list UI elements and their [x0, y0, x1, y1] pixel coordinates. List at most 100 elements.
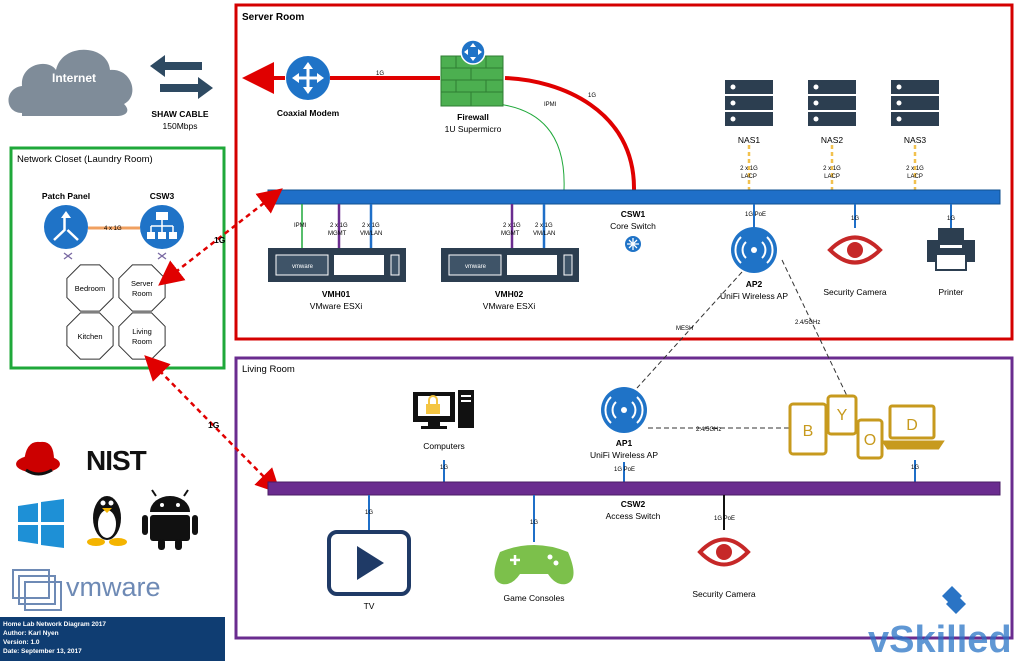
- printer-icon: [927, 228, 975, 271]
- link-label-modem-firewall: 1G: [376, 71, 384, 77]
- vmh01-vmlan-label: VM/LAN: [360, 231, 382, 237]
- living-camera-name: Security Camera: [692, 589, 756, 599]
- computer-lock-icon: [413, 390, 474, 429]
- server-room-border: [234, 3, 1014, 341]
- ap1-link-label: 1G PoE: [614, 467, 635, 473]
- link-ap1-byod-label: 2.4/5GHz: [696, 427, 721, 433]
- closet-room-octagon: [66, 264, 114, 312]
- link-mesh-label: MESH: [676, 326, 693, 332]
- vmh02-name: VMH02: [495, 289, 524, 299]
- ap2-name: AP2: [746, 279, 763, 289]
- ap1-name: AP1: [616, 438, 633, 448]
- security-camera-eye-icon: [827, 235, 883, 265]
- isp-name: SHAW CABLE: [151, 109, 208, 119]
- nas-server-icon: [808, 80, 856, 126]
- tv-name: TV: [364, 601, 375, 611]
- vmh02-model: VMware ESXi: [483, 301, 536, 311]
- csw2-name: CSW2: [621, 499, 646, 509]
- network-closet-title: Network Closet (Laundry Room): [17, 154, 153, 165]
- closet-room-octagon: [118, 264, 166, 312]
- footer-version: Version: 1.0: [3, 639, 40, 646]
- closet-room-octagon: [118, 312, 166, 360]
- vskilled-logo-icon: [942, 586, 966, 614]
- vmh02-vmlan-speed: 2 x 1G: [535, 223, 553, 229]
- byod-letter: Y: [837, 407, 848, 424]
- closet-room-name: Server: [131, 279, 154, 288]
- byod-letter: D: [906, 417, 918, 434]
- footer-date: Date: September 13, 2017: [3, 648, 82, 655]
- csw3-switch-icon: [140, 205, 184, 249]
- vmh01-model: VMware ESXi: [310, 301, 363, 311]
- footer-title: Home Lab Network Diagram 2017: [3, 621, 106, 628]
- nas-link-lacp: LACP: [824, 174, 840, 180]
- firewall-name: Firewall: [457, 112, 489, 122]
- vmware-logo: vmware: [66, 572, 161, 602]
- nas-name: NAS2: [821, 135, 843, 145]
- csw1-role: Core Switch: [610, 221, 656, 231]
- link-ap2-byod-label: 2.4/5GHz: [795, 320, 820, 326]
- ap2-model: UniFi Wireless AP: [720, 291, 788, 301]
- tv-link-label: 1G: [365, 510, 373, 516]
- server-camera-link-label: 1G: [851, 216, 859, 222]
- csw1-switch-bar: [267, 189, 1001, 205]
- server-camera-name: Security Camera: [823, 287, 887, 297]
- vmh01-name: VMH01: [322, 289, 351, 299]
- isp-bidirectional-arrows-icon: [150, 55, 213, 99]
- link-label-firewall-ipmi: IPMI: [544, 102, 557, 108]
- byod-letter: O: [864, 432, 876, 449]
- vmh02-vmware-badge: vmware: [465, 264, 487, 270]
- vmh02-server-icon: [441, 248, 579, 282]
- vmh01-server-icon: [268, 248, 406, 282]
- csw1-name: CSW1: [621, 209, 646, 219]
- vmh01-mgmt-label: MGMT: [328, 231, 347, 237]
- security-camera-eye-icon: [697, 537, 751, 567]
- link-ap2-byod: [781, 259, 849, 399]
- nas-link-speed: 2 x 1G: [906, 166, 924, 172]
- internet-cloud-icon: [8, 49, 133, 116]
- internet-label: Internet: [52, 71, 96, 85]
- tv-play-icon: [327, 530, 411, 596]
- vmh01-links: [301, 204, 373, 248]
- vmh01-ipmi-label: IPMI: [294, 223, 307, 229]
- modem-router-icon: [286, 56, 330, 100]
- ap1-model: UniFi Wireless AP: [590, 450, 658, 460]
- vmh02-vmlan-label: VM/LAN: [533, 231, 555, 237]
- closet-room-name: Bedroom: [75, 284, 105, 293]
- vskilled-logo: vSkilled: [868, 619, 1012, 661]
- printer-link-label: 1G: [947, 216, 955, 222]
- nas-link-speed: 2 x 1G: [823, 166, 841, 172]
- firewall-model: 1U Supermicro: [445, 124, 502, 134]
- link-firewall-ipmi: [497, 103, 565, 191]
- nas-link-lacp: LACP: [741, 174, 757, 180]
- closet-arrows: [63, 252, 167, 260]
- link-firewall-to-csw1: [504, 76, 637, 191]
- link-closet-living-room: [144, 355, 281, 494]
- computers-name: Computers: [423, 441, 465, 451]
- nas-name: NAS3: [904, 135, 926, 145]
- firewall-icon: [440, 39, 504, 107]
- game-controller-icon: [494, 545, 574, 585]
- csw1-switch-icon: [625, 236, 641, 252]
- closet-room-name: Room: [132, 289, 152, 298]
- android-logo-icon: [142, 489, 198, 550]
- nas-link-lacp: LACP: [907, 174, 923, 180]
- nas-server-icon: [891, 80, 939, 126]
- nist-logo: NIST: [86, 445, 147, 476]
- server-room-title: Server Room: [242, 12, 304, 23]
- footer-author: Author: Karl Nyen: [3, 630, 59, 637]
- modem-name: Coaxial Modem: [277, 108, 340, 118]
- vmware-logo-icon: [12, 569, 62, 611]
- computers-link-label: 1G: [440, 465, 448, 471]
- link-closet-server-label: 1G: [214, 235, 226, 245]
- vmh02-mgmt-label: MGMT: [501, 231, 520, 237]
- byod-link-label: 1G: [911, 465, 919, 471]
- link-label-firewall-csw1: 1G: [588, 93, 596, 99]
- csw2-switch-bar: [267, 481, 1001, 496]
- csw2-role: Access Switch: [606, 511, 661, 521]
- nas-server-icon: [725, 80, 773, 126]
- link-closet-living-label: 1G: [208, 420, 220, 430]
